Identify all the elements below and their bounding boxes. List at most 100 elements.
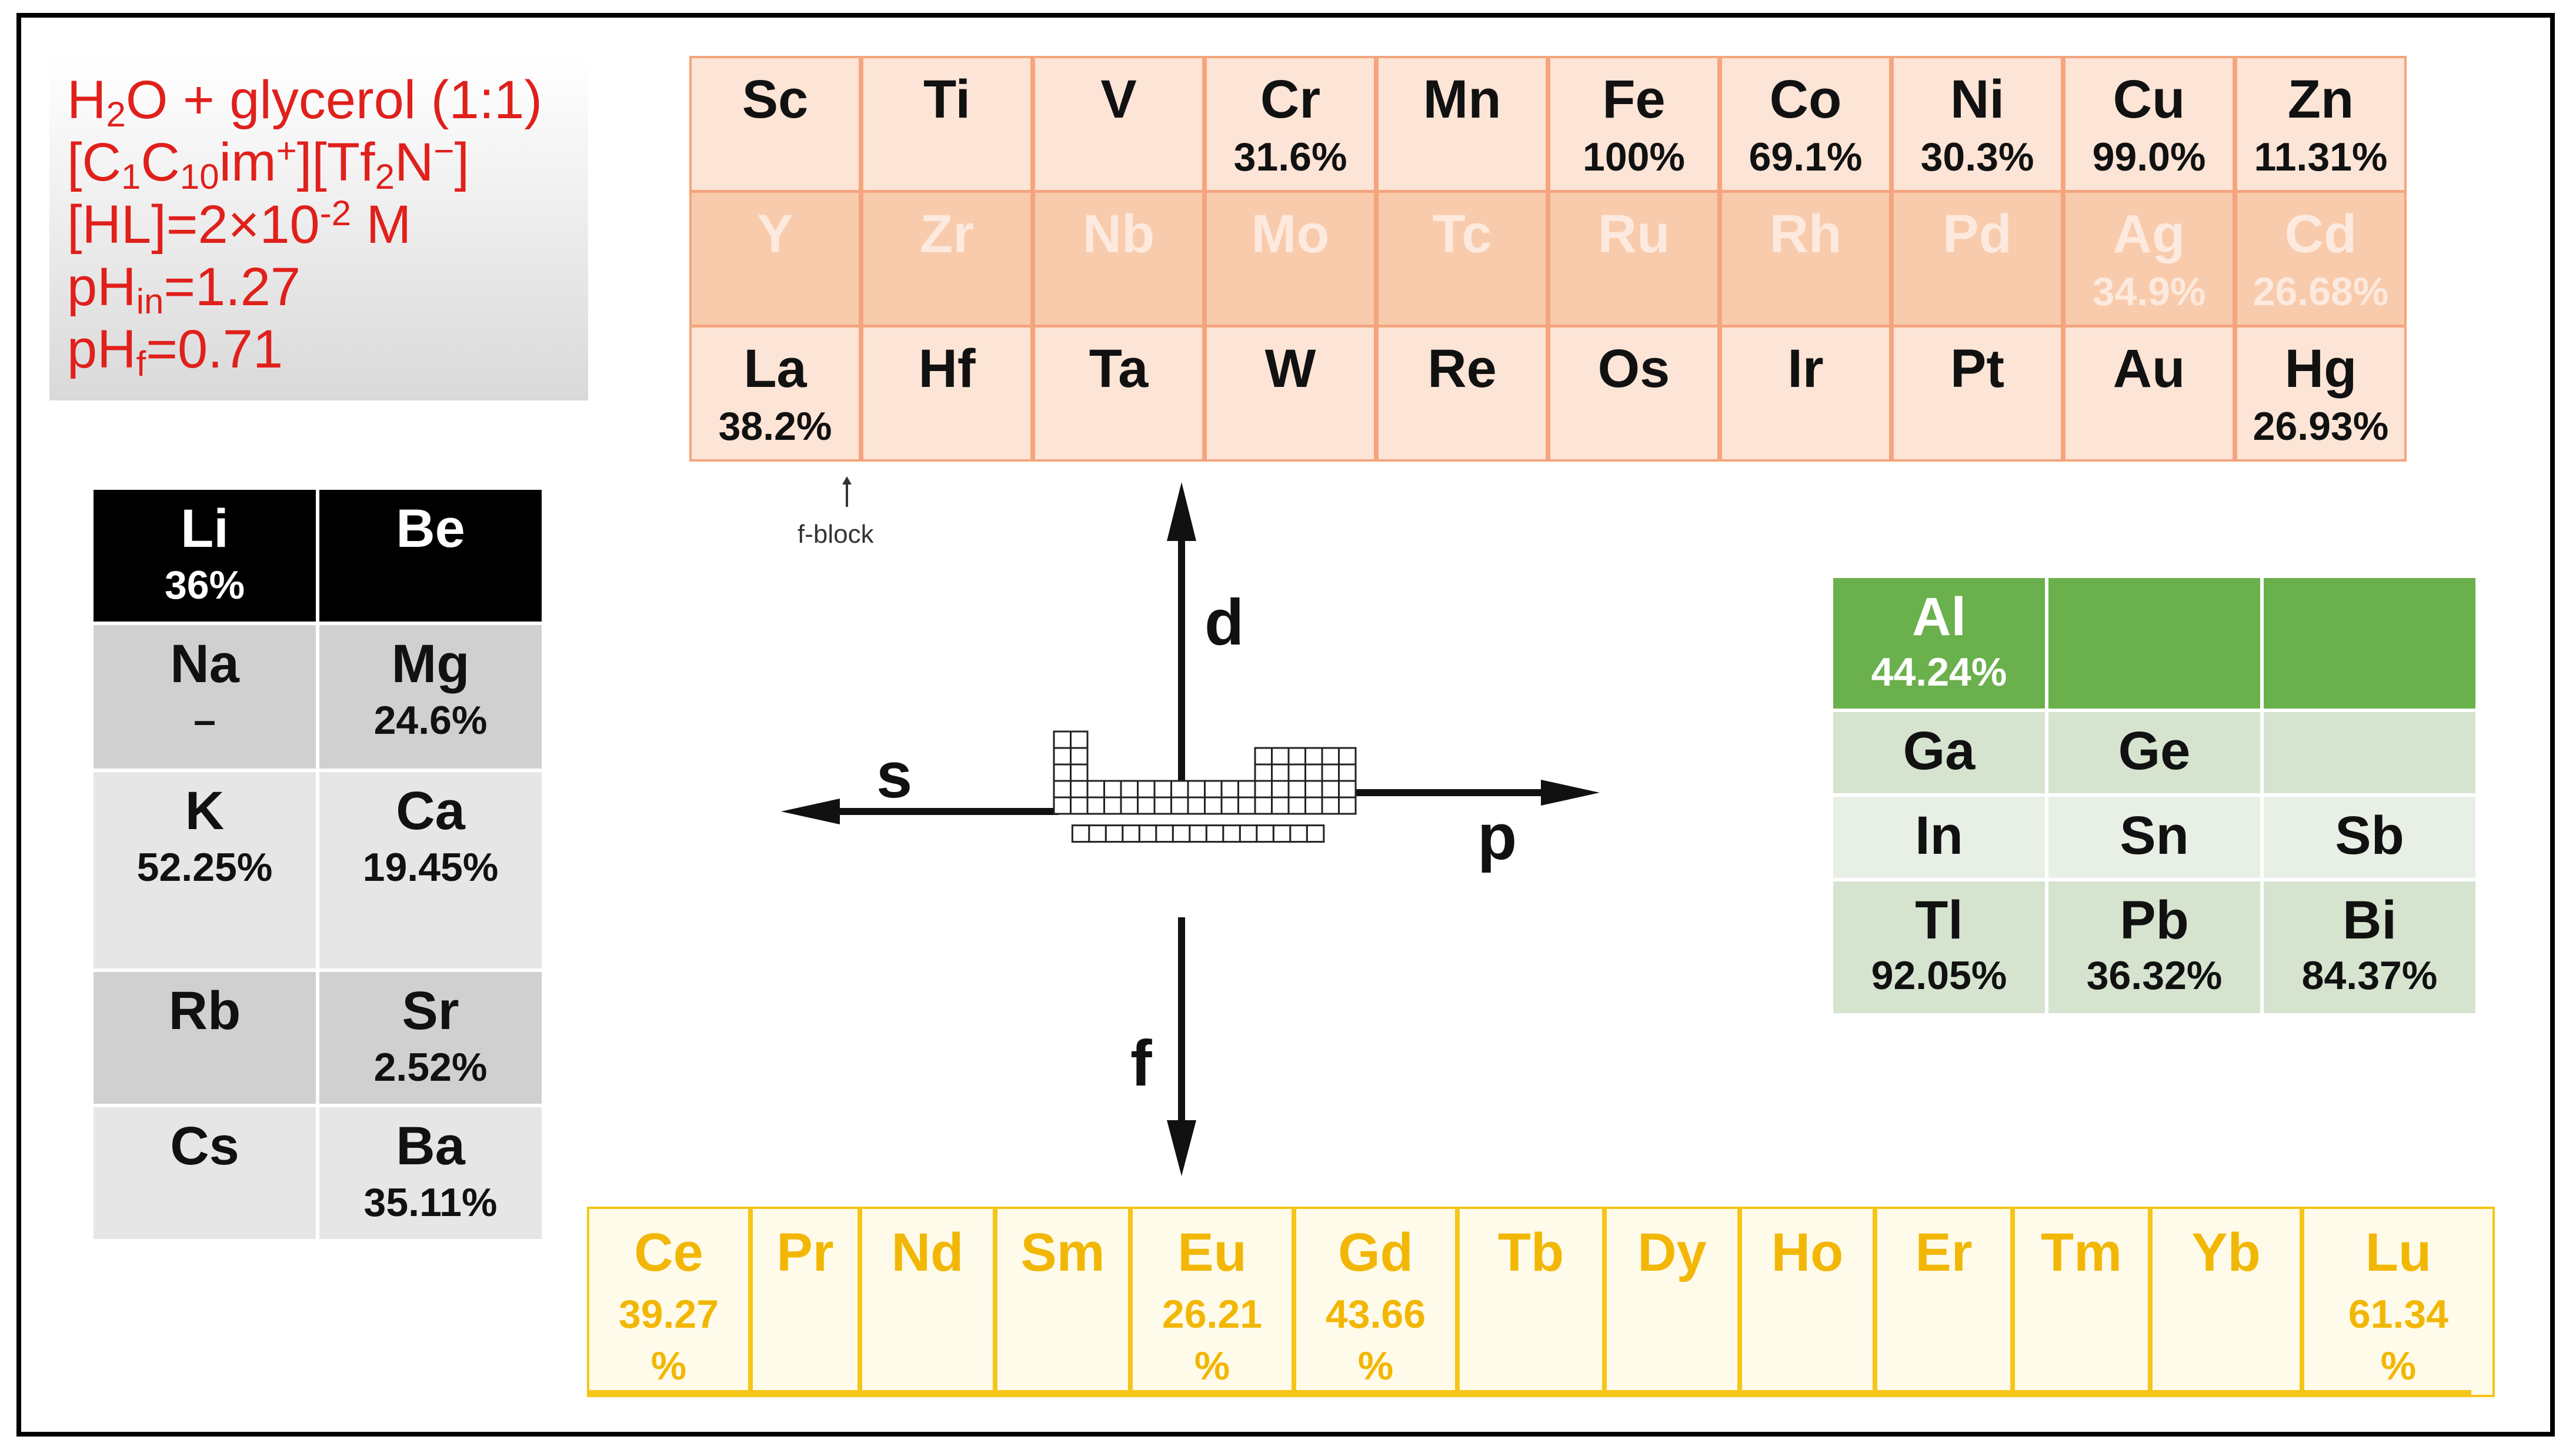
element-value: 30.3% xyxy=(1920,135,2034,179)
mini-table-cell xyxy=(1271,763,1290,782)
element-symbol: Pt xyxy=(1950,339,2004,399)
element-symbol: Sn xyxy=(2120,806,2189,866)
element-symbol: Ir xyxy=(1787,339,1824,399)
element-symbol: Zr xyxy=(920,204,974,264)
element-symbol: V xyxy=(1100,69,1137,129)
mini-table-cell xyxy=(1304,747,1323,766)
element-value: 2.52% xyxy=(373,1045,488,1090)
element-symbol: Mn xyxy=(1423,69,1501,129)
mini-table-cell xyxy=(1321,780,1340,799)
mini-table-cell xyxy=(1086,796,1105,815)
p-block-cell-in: In xyxy=(1831,795,2047,880)
mini-table-cell xyxy=(1254,780,1273,799)
element-symbol: Fe xyxy=(1602,69,1666,129)
mini-table-cell xyxy=(1086,780,1105,799)
mini-table-f-cell xyxy=(1205,824,1224,843)
element-symbol: Re xyxy=(1427,339,1497,399)
element-value: 35.11% xyxy=(363,1180,498,1225)
lanthanide-cell-ho: Ho xyxy=(1740,1207,1875,1397)
mini-table-cell xyxy=(1053,763,1072,782)
element-value: 99.0% xyxy=(2092,135,2206,179)
mini-table-cell xyxy=(1153,780,1172,799)
mini-table-f-cell xyxy=(1105,824,1124,843)
element-symbol: Eu xyxy=(1177,1222,1247,1282)
element-value: 34.9% xyxy=(2092,269,2206,314)
element-symbol: Na xyxy=(170,634,239,694)
mini-table-cell xyxy=(1271,780,1290,799)
lanthanide-cell-tm: Tm xyxy=(2013,1207,2150,1397)
f-axis-label: f xyxy=(1130,1027,1152,1100)
periodic-table-axes-diagram xyxy=(781,482,1600,1176)
element-symbol: Sc xyxy=(742,69,809,129)
s-block-cell-cs: Cs xyxy=(92,1105,318,1241)
element-symbol: Cu xyxy=(2113,69,2185,129)
d-block-cell-ti: Ti xyxy=(861,56,1033,192)
conditions-box: H2O + glycerol (1:1) [C1C10im+][Tf2N−] [… xyxy=(49,56,588,400)
d-block-cell-tc: Tc xyxy=(1376,191,1548,327)
mini-table-cell xyxy=(1053,780,1072,799)
d-block-cell-sc: Sc xyxy=(689,56,861,192)
p-block-cell-sn: Sn xyxy=(2047,795,2262,880)
mini-table-cell xyxy=(1070,763,1089,782)
mini-table-cell xyxy=(1304,796,1323,815)
element-value: 100% xyxy=(1583,135,1685,179)
element-symbol: Tl xyxy=(1915,890,1963,950)
element-value: 24.6% xyxy=(373,698,488,743)
element-value-unit: % xyxy=(2380,1344,2417,1388)
mini-table-cell xyxy=(1053,730,1072,749)
lanthanide-cell-pr: Pr xyxy=(750,1207,860,1397)
mini-table-cell xyxy=(1287,763,1306,782)
element-symbol: Co xyxy=(1769,69,1842,129)
mini-table-f-cell xyxy=(1289,824,1308,843)
p-block-cell-ge: Ge xyxy=(2047,710,2262,795)
lanthanide-cell-sm: Sm xyxy=(995,1207,1130,1397)
p-block-cell-ga: Ga xyxy=(1831,710,2047,795)
f-block-pointer-label: f-block xyxy=(798,520,874,549)
element-symbol: Zn xyxy=(2287,69,2354,129)
element-value-unit: % xyxy=(650,1344,687,1388)
mini-table-cell xyxy=(1220,780,1239,799)
element-symbol: Hg xyxy=(2284,339,2357,399)
element-symbol: Yb xyxy=(2191,1222,2261,1282)
element-value: 69.1% xyxy=(1749,135,1863,179)
mini-table-cell xyxy=(1271,796,1290,815)
d-block-cell-fe: Fe 100% xyxy=(1548,56,1720,192)
mini-table-cell xyxy=(1070,780,1089,799)
element-value: 61.34 xyxy=(2348,1292,2449,1337)
mini-table-cell xyxy=(1053,747,1072,766)
s-block-cell-rb: Rb xyxy=(92,970,318,1105)
element-symbol: Be xyxy=(396,499,465,559)
element-symbol: Pd xyxy=(1943,204,2012,264)
element-value: 44.24% xyxy=(1871,650,2007,694)
element-symbol: Ag xyxy=(2113,204,2185,264)
element-value: 11.31% xyxy=(2254,135,2388,179)
mini-table-cell xyxy=(1271,747,1290,766)
condition-ph-initial: pHin=1.27 xyxy=(67,257,301,321)
d-block-cell-zn: Zn 11.31% xyxy=(2235,56,2407,192)
mini-table-cell xyxy=(1137,796,1156,815)
mini-periodic-table-grid xyxy=(1053,730,1357,843)
element-symbol: Nd xyxy=(891,1222,964,1282)
element-symbol: Mo xyxy=(1251,204,1330,264)
d-block-cell-pd: Pd xyxy=(1891,191,2063,327)
mini-table-cell xyxy=(1137,780,1156,799)
element-value: – xyxy=(193,698,216,743)
d-block-cell-re: Re xyxy=(1376,325,1548,462)
condition-ph-final: pHf=0.71 xyxy=(67,319,283,383)
mini-table-f-cell xyxy=(1155,824,1174,843)
mini-table-cell xyxy=(1338,763,1357,782)
element-value: 19.45% xyxy=(362,845,499,890)
mini-table-cell xyxy=(1220,796,1239,815)
element-value: 52.25% xyxy=(136,845,273,890)
mini-table-cell xyxy=(1321,747,1340,766)
d-block-cell-ta: Ta xyxy=(1033,325,1204,462)
element-symbol: Li xyxy=(181,499,229,559)
p-block-cell-empty xyxy=(2262,576,2477,710)
p-block-cell-empty xyxy=(2047,576,2262,710)
mini-table-f-cell xyxy=(1088,824,1107,843)
